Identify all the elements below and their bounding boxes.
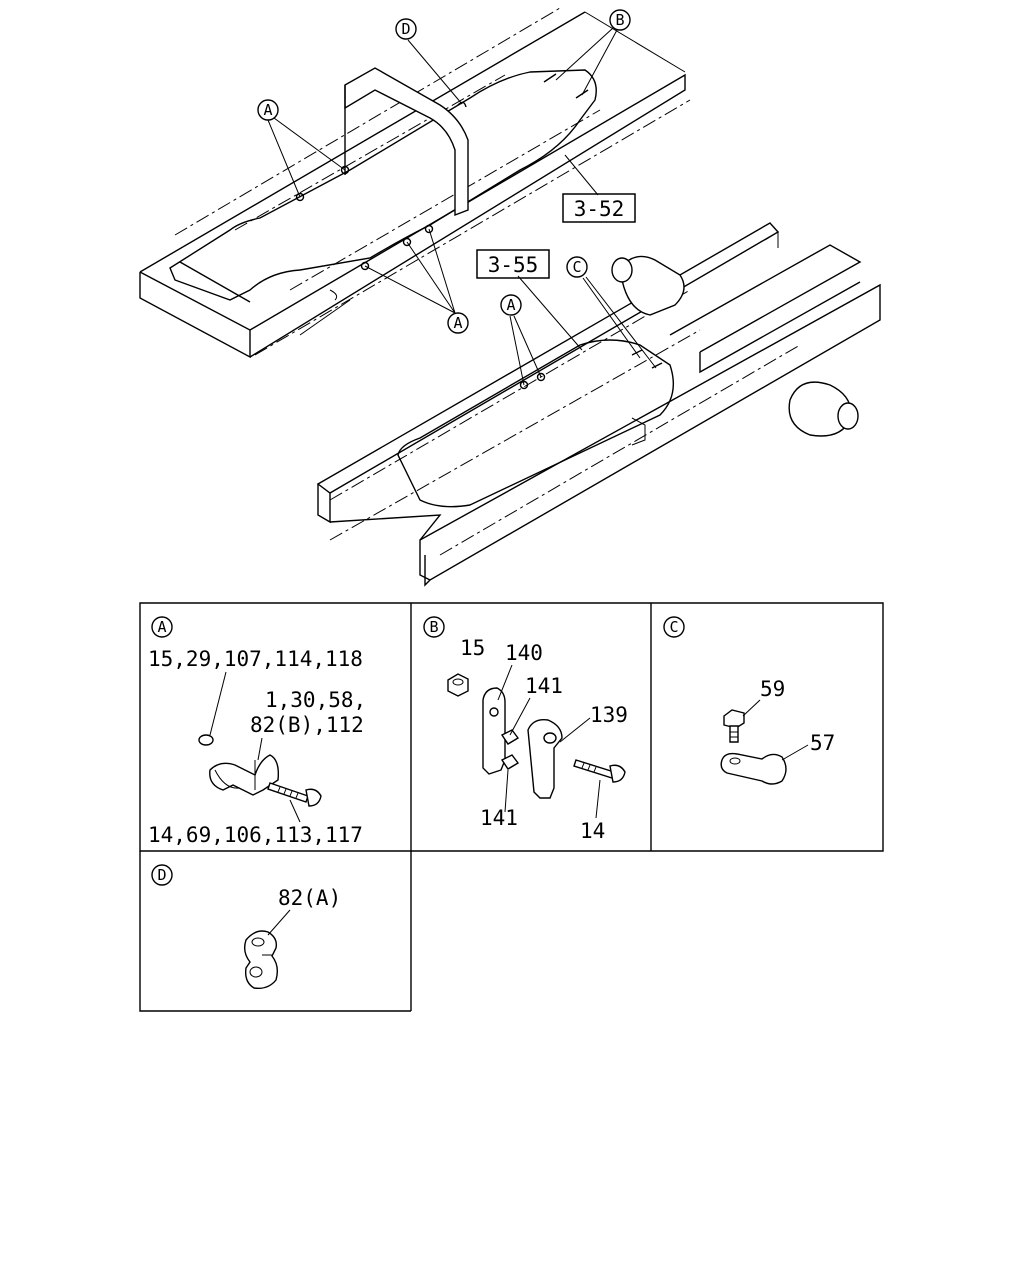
upper-leaders bbox=[267, 27, 618, 314]
upper-frame-rail bbox=[139, 7, 691, 359]
svg-text:A: A bbox=[157, 618, 166, 636]
part-label-c59: 59 bbox=[760, 677, 785, 701]
lower-leaders bbox=[509, 275, 657, 386]
part-label-b141a: 141 bbox=[525, 674, 563, 698]
detail-grid bbox=[139, 602, 884, 1012]
part-label-a3: 82(B),112 bbox=[250, 713, 364, 737]
callout-a-lower: A bbox=[500, 294, 522, 316]
detail-b-panel: B 15 140 141 139 141 14 bbox=[423, 616, 628, 843]
svg-text:A: A bbox=[506, 296, 515, 314]
svg-text:A: A bbox=[453, 314, 462, 332]
detail-a-panel: A 15,29,107,114,118 1,30,58, 82(B),112 1… bbox=[148, 616, 366, 847]
part-label-b139: 139 bbox=[590, 703, 628, 727]
svg-text:C: C bbox=[669, 618, 678, 636]
svg-text:B: B bbox=[429, 618, 438, 636]
callout-b: B bbox=[609, 9, 631, 31]
svg-text:D: D bbox=[401, 20, 410, 38]
callout-a-mid: A bbox=[447, 312, 469, 334]
detail-c-panel: C 59 57 bbox=[663, 616, 835, 785]
ref-box-3-55[interactable]: 3-55 bbox=[476, 249, 550, 279]
part-label-a4: 14,69,106,113,117 bbox=[148, 823, 363, 847]
part-label-b140: 140 bbox=[505, 641, 543, 665]
callout-a-upper: A bbox=[257, 99, 279, 121]
ref-box-3-52[interactable]: 3-52 bbox=[562, 193, 636, 223]
part-label-c57: 57 bbox=[810, 731, 835, 755]
lower-frame-rail bbox=[316, 222, 881, 587]
svg-text:A: A bbox=[263, 101, 272, 119]
callout-c: C bbox=[566, 256, 588, 278]
svg-text:D: D bbox=[157, 866, 166, 884]
svg-text:B: B bbox=[615, 11, 624, 29]
part-label-a2: 1,30,58, bbox=[265, 688, 366, 712]
svg-text:3-52: 3-52 bbox=[574, 197, 625, 221]
part-label-a1: 15,29,107,114,118 bbox=[148, 647, 363, 671]
part-label-d82a: 82(A) bbox=[278, 886, 341, 910]
detail-d-panel: D 82(A) bbox=[151, 864, 341, 990]
callout-d: D bbox=[395, 18, 417, 40]
part-label-b15: 15 bbox=[460, 636, 485, 660]
part-label-b141b: 141 bbox=[480, 806, 518, 830]
part-label-b14: 14 bbox=[580, 819, 605, 843]
svg-text:3-55: 3-55 bbox=[488, 253, 539, 277]
svg-text:C: C bbox=[572, 258, 581, 276]
